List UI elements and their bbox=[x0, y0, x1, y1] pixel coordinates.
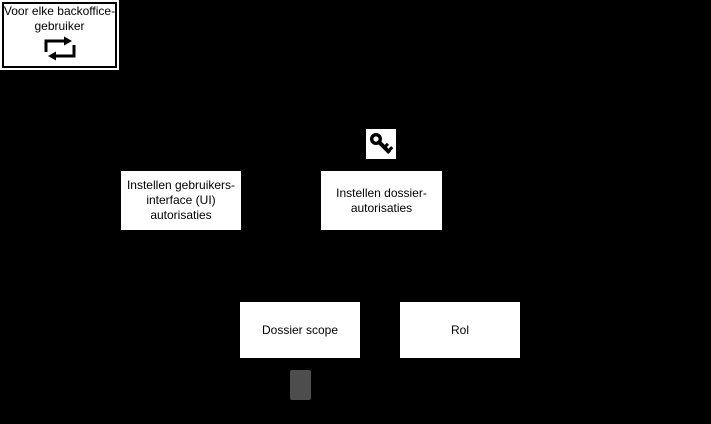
node-label-line: Voor elke backoffice- bbox=[3, 4, 116, 18]
node-label-line: Rol bbox=[450, 322, 469, 337]
key-icon bbox=[369, 132, 394, 155]
node-voor-elke-backoffice-gebruiker: Voor elke backoffice- gebruiker bbox=[0, 0, 119, 70]
key-icon-box bbox=[366, 129, 396, 159]
gray-rounded-rectangle bbox=[290, 370, 311, 400]
node-instellen-dossier-autorisaties: Instellen dossier- autorisaties bbox=[321, 171, 442, 230]
loop-arrows-icon bbox=[44, 36, 75, 61]
node-label-line: Instellen gebruikers- bbox=[126, 178, 236, 192]
node-rol: Rol bbox=[400, 302, 520, 358]
node-label-line: interface (UI) bbox=[146, 193, 216, 207]
node-label-line: autorisaties bbox=[150, 208, 212, 222]
node-dossier-scope: Dossier scope bbox=[240, 302, 360, 358]
node-label-line: Dossier scope bbox=[261, 322, 339, 337]
node-label-line: Instellen dossier- bbox=[336, 185, 427, 200]
node-label-line: autorisaties bbox=[350, 200, 413, 215]
node-instellen-ui-autorisaties: Instellen gebruikers- interface (UI) aut… bbox=[121, 171, 241, 230]
node-label-line: gebruiker bbox=[34, 19, 85, 33]
